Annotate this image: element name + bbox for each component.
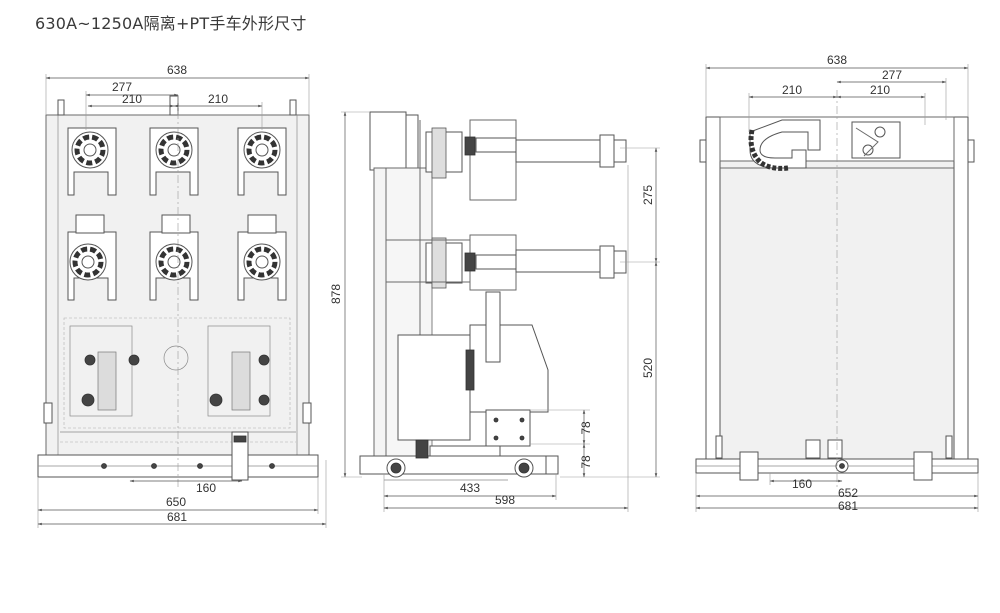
- contact-upper-3: [243, 131, 281, 169]
- contact-lower-1: [69, 243, 107, 281]
- rear-view: 638 277 210 210 160 652 681: [695, 53, 979, 513]
- rear-dim-681: 681: [838, 499, 858, 513]
- front-dim-650: 650: [166, 495, 186, 509]
- side-dim-598: 598: [495, 493, 515, 507]
- front-view: 638 277 210 210 160 650 681: [37, 63, 327, 528]
- front-dim-160: 160: [196, 481, 216, 495]
- side-dim-878: 878: [329, 284, 343, 304]
- rear-dim-638: 638: [827, 53, 847, 67]
- side-dim-275: 275: [641, 185, 655, 205]
- front-dim-277: 277: [112, 80, 132, 94]
- contact-upper-1: [71, 131, 109, 169]
- side-dim-78-a: 78: [579, 421, 593, 435]
- front-dim-210-a: 210: [122, 92, 142, 106]
- front-dim-638: 638: [167, 63, 187, 77]
- rear-dim-160: 160: [792, 477, 812, 491]
- rear-dim-652: 652: [838, 486, 858, 500]
- rear-dim-277: 277: [882, 68, 902, 82]
- drawing-title: 630A~1250A隔离+PT手车外形尺寸: [35, 14, 307, 33]
- rear-dim-210-b: 210: [870, 83, 890, 97]
- contact-lower-3: [243, 243, 281, 281]
- front-dim-681: 681: [167, 510, 187, 524]
- contact-upper-2: [155, 131, 193, 169]
- contact-lower-2: [155, 243, 193, 281]
- side-view: 878 275 520 78 78 433 598: [329, 111, 660, 512]
- side-dim-78-b: 78: [579, 455, 593, 469]
- front-dim-210-b: 210: [208, 92, 228, 106]
- rear-dim-210-a: 210: [782, 83, 802, 97]
- side-dim-433: 433: [460, 481, 480, 495]
- side-dim-520: 520: [641, 358, 655, 378]
